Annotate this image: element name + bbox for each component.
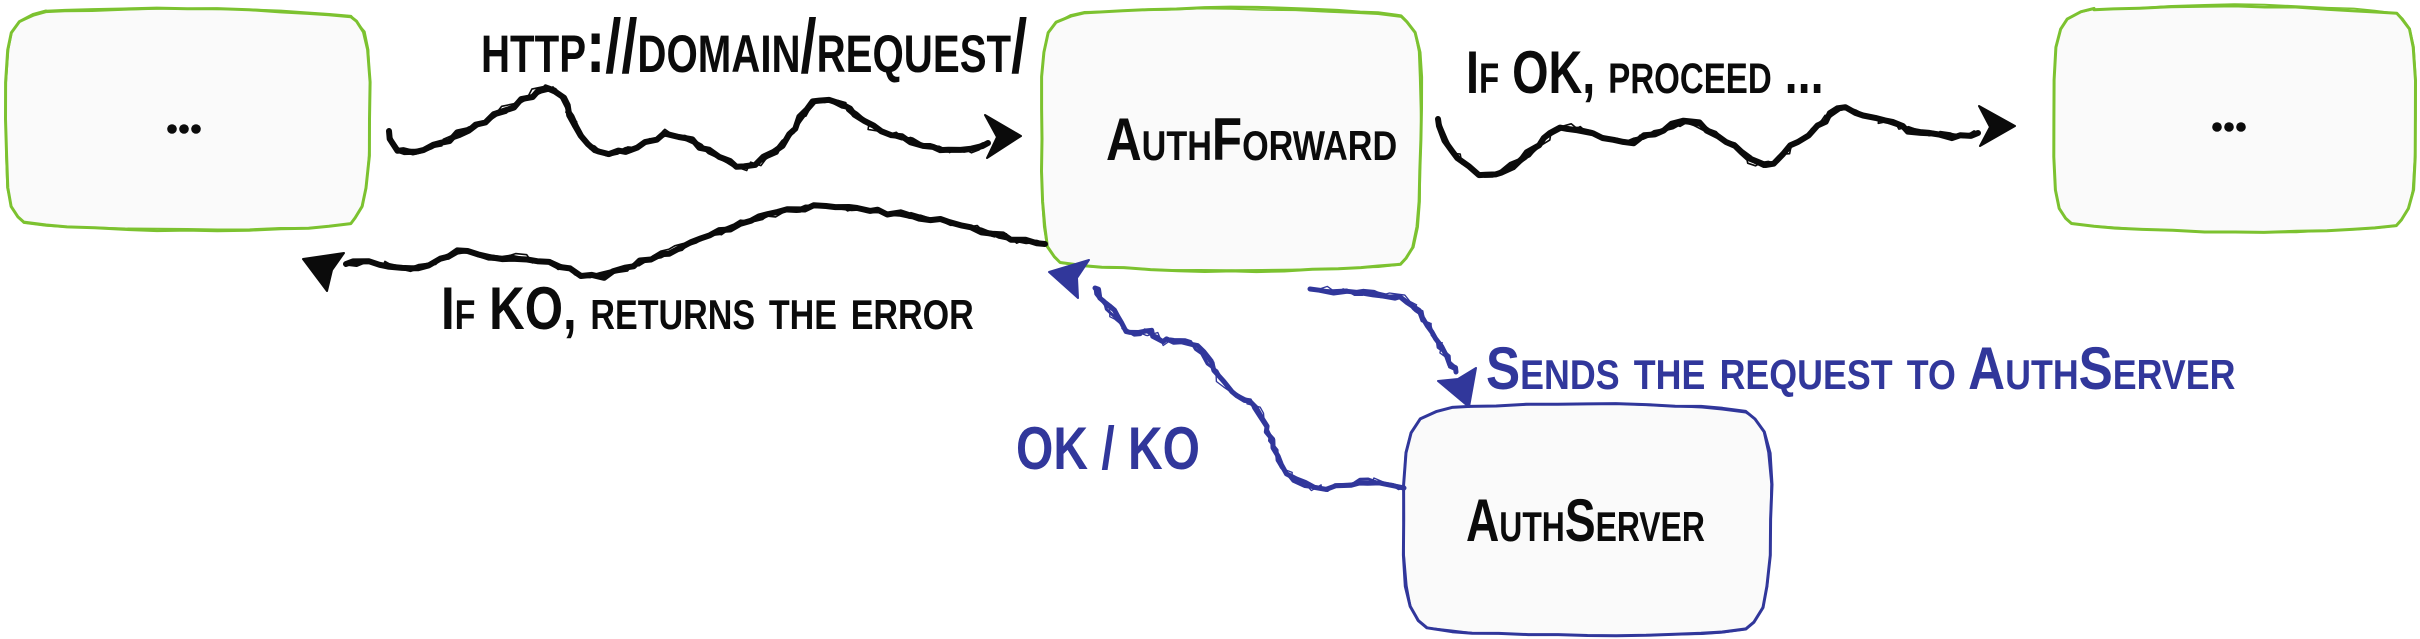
svg-text:AuthForward: AuthForward bbox=[1106, 105, 1397, 173]
svg-text:http://domain/request/: http://domain/request/ bbox=[481, 4, 1027, 88]
svg-text:Sends the request to AuthServe: Sends the request to AuthServer bbox=[1486, 335, 2235, 402]
svg-text:OK / KO: OK / KO bbox=[1016, 415, 1200, 482]
svg-text:If KO, returns the error: If KO, returns the error bbox=[441, 274, 974, 342]
svg-text:AuthServer: AuthServer bbox=[1466, 488, 1705, 554]
svg-text:If OK, proceed ...: If OK, proceed ... bbox=[1466, 39, 1824, 106]
